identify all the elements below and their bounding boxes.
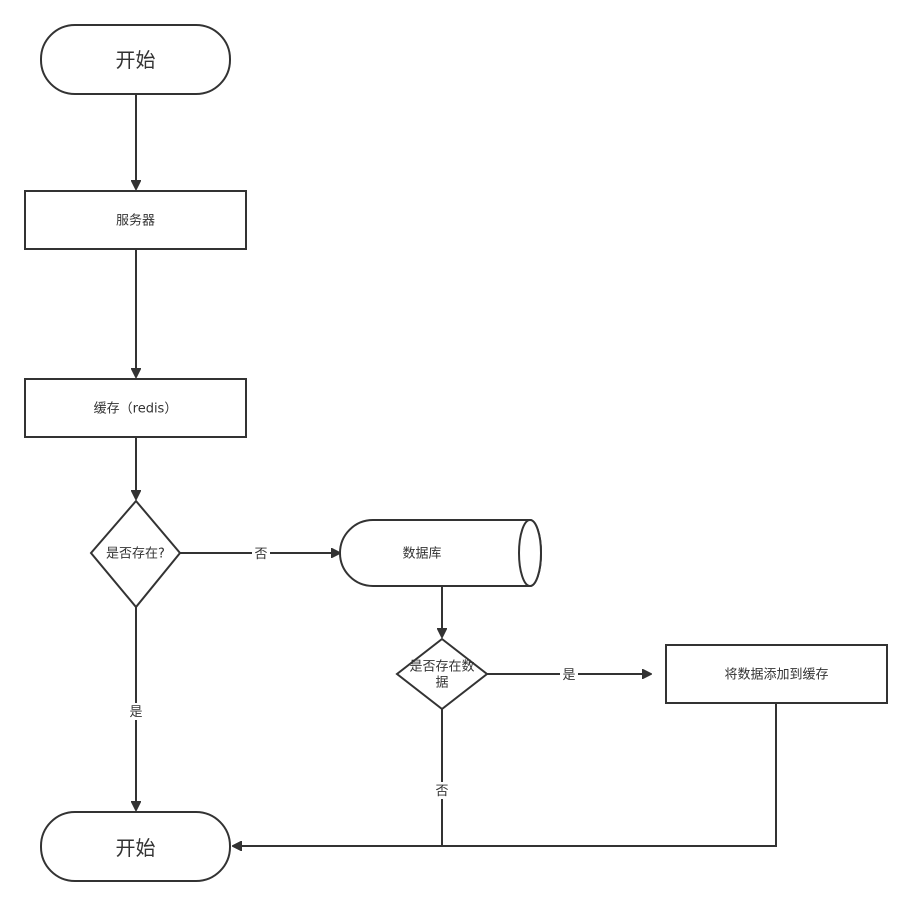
start-node: 开始 xyxy=(40,24,231,95)
add-cache-label: 将数据添加到缓存 xyxy=(724,668,828,683)
svg-text:是: 是 xyxy=(129,705,142,720)
database-label: 数据库 xyxy=(402,546,441,562)
edge-existsdb-end xyxy=(233,709,443,846)
start-label: 开始 xyxy=(116,48,156,72)
edge-addcache-end xyxy=(233,704,777,846)
end-node: 开始 xyxy=(40,811,231,882)
exists-decision-node: 是否存在? xyxy=(89,499,182,609)
server-label: 服务器 xyxy=(116,213,155,229)
exists-db-label-line2: 据 xyxy=(435,676,448,691)
edge-label-db-no: 否 xyxy=(433,782,451,799)
exists-label: 是否存在? xyxy=(106,547,165,562)
edge-label-db-yes: 是 xyxy=(560,666,578,683)
svg-text:是: 是 xyxy=(562,668,575,683)
cache-label: 缓存（redis） xyxy=(94,402,178,417)
svg-text:否: 否 xyxy=(254,547,267,562)
edge-label-exists-yes: 是 xyxy=(127,703,145,720)
exists-db-label-line1: 是否存在数 xyxy=(409,660,474,675)
cache-node: 缓存（redis） xyxy=(24,378,247,438)
edge-label-exists-no: 否 xyxy=(252,545,270,562)
add-cache-node: 将数据添加到缓存 xyxy=(665,644,888,704)
svg-text:否: 否 xyxy=(435,784,448,799)
end-label: 开始 xyxy=(116,836,156,860)
exists-db-decision-node: 是否存在数 据 xyxy=(395,637,489,711)
server-node: 服务器 xyxy=(24,190,247,250)
database-node: 数据库 xyxy=(339,519,542,587)
